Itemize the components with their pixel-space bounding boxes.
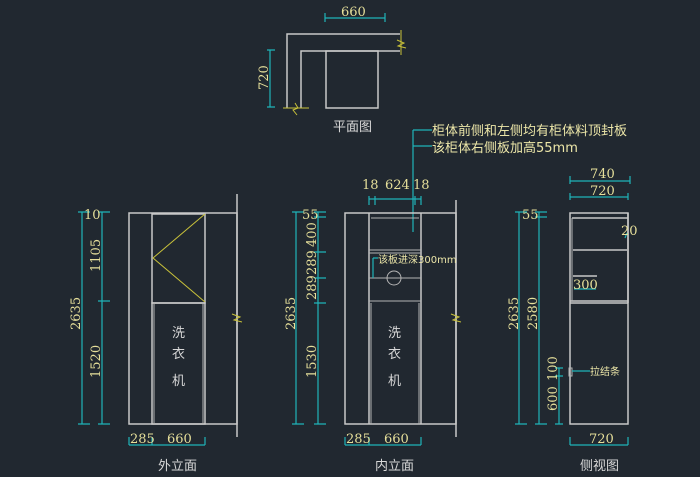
plan-width-dim: 660: [341, 5, 366, 20]
int-width-dim: 660: [384, 432, 409, 447]
int-top-dim: 55: [302, 208, 319, 223]
plan-title: 平面图: [333, 120, 372, 135]
side-title: 侧视图: [580, 459, 619, 474]
ext-top-gap-dim: 10: [84, 208, 101, 223]
note-top-seal: 柜体前侧和左侧均有柜体料顶封板: [432, 123, 627, 139]
ext-appliance-char-3: 机: [172, 374, 185, 389]
side-view: 740 720 2635 55 2580 100 600 拉结条 20 300 …: [507, 167, 638, 474]
ext-total-dim: 2635: [69, 297, 84, 330]
side-gap-dim: 20: [621, 224, 638, 239]
int-top-left-dim: 18: [362, 178, 379, 193]
tie-bar-note: 拉结条: [590, 365, 620, 378]
side-total-dim: 2635: [507, 297, 522, 330]
ext-width-dim: 660: [167, 432, 192, 447]
plan-view: 660 720 平面图: [257, 5, 407, 135]
int-lower-dim: 1530: [305, 345, 320, 378]
ext-appliance-char-2: 衣: [172, 346, 185, 362]
side-shelf-depth-dim: 300: [573, 278, 598, 293]
side-bottom-dim: 720: [589, 432, 614, 447]
exterior-title: 外立面: [158, 459, 197, 474]
ext-upper-dim: 1105: [89, 239, 104, 272]
interior-elevation: 18 624 18 2635 55 400 289 289 1530 该板进深3…: [284, 178, 462, 474]
plan-depth-dim: 720: [257, 65, 272, 90]
side-top-dim: 55: [522, 208, 539, 223]
note-right-panel: 该柜体右侧板加高55mm: [432, 140, 578, 156]
int-top-mid-dim: 624: [385, 178, 410, 193]
side-outer-dim: 740: [590, 167, 615, 182]
ext-lower-dim: 1520: [89, 345, 104, 378]
side-tie-base-dim: 600: [546, 386, 561, 411]
ext-side-dim: 285: [130, 432, 155, 447]
shelf-depth-note: 该板进深300mm: [378, 253, 457, 266]
exterior-elevation: 2635 10 1105 1520 洗 衣 机 285 660 外立面: [69, 194, 243, 474]
int-side-dim: 285: [346, 432, 371, 447]
ext-appliance-char-1: 洗: [172, 326, 185, 341]
interior-title: 内立面: [375, 458, 414, 474]
int-s2-dim: 289: [305, 250, 320, 275]
int-s1-dim: 400: [305, 222, 320, 247]
side-tie-height-dim: 100: [546, 356, 561, 381]
int-total-dim: 2635: [284, 297, 299, 330]
int-top-right-dim: 18: [413, 178, 430, 193]
side-inner-dim: 720: [590, 184, 615, 199]
int-appliance-char-2: 衣: [388, 346, 401, 362]
notes: 柜体前侧和左侧均有柜体料顶封板 该柜体右侧板加高55mm: [412, 123, 627, 232]
int-appliance-char-1: 洗: [388, 326, 401, 341]
int-s3-dim: 289: [305, 275, 320, 300]
int-appliance-char-3: 机: [388, 374, 401, 389]
side-body-dim: 2580: [526, 297, 541, 330]
